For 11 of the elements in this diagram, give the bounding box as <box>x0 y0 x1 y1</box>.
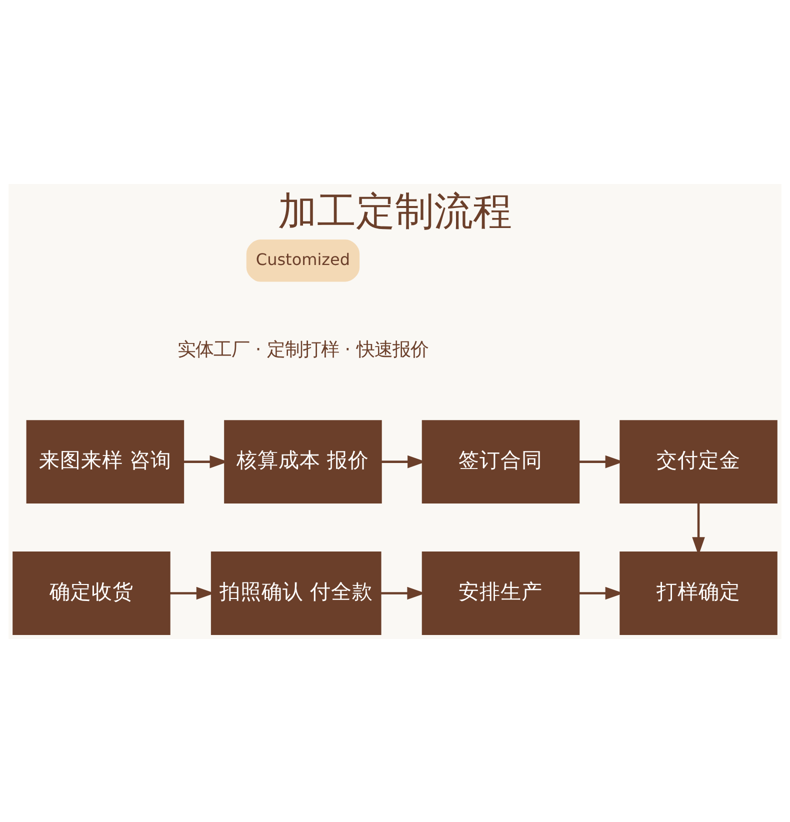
label: 实体工厂 · 定制打样 · 快速报价 <box>178 338 428 360</box>
node-box: 打样确定 <box>620 551 778 634</box>
node-box: 拍照确认 付全款 <box>210 551 382 634</box>
node-box: 核算成本 报价 <box>224 420 382 504</box>
node-box: 交付定金 <box>620 420 778 504</box>
node-box: 确定收货 <box>12 551 170 634</box>
node-box: 签订合同 <box>422 420 580 504</box>
node-box: Customized <box>246 238 360 282</box>
diagram-title: 加工定制流程 <box>278 188 512 234</box>
node-box: 来图来样 咨询 <box>26 420 184 504</box>
node-box: 安排生产 <box>422 551 580 634</box>
